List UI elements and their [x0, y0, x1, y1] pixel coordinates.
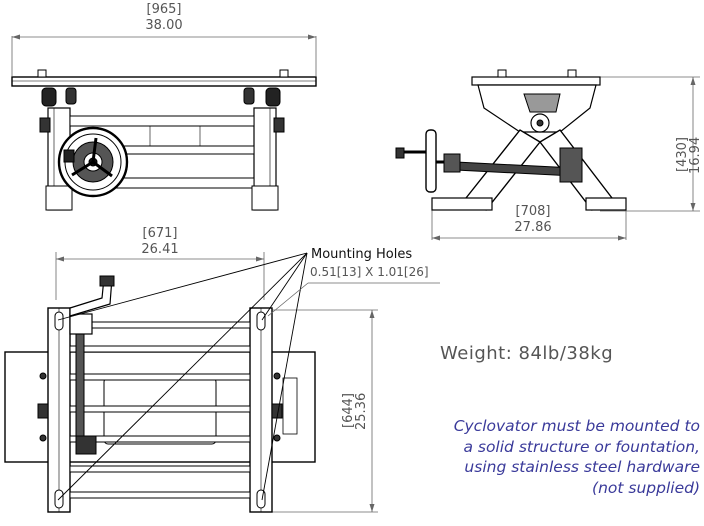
- plan-view: [4, 252, 378, 513]
- mounting-hole-leaders: [57, 252, 308, 501]
- base-width-mm: [708]: [515, 204, 551, 219]
- note-line: a solid structure or fountation,: [463, 437, 700, 456]
- note-line: Cyclovator must be mounted to: [453, 417, 700, 435]
- weight-label: Weight: 84lb/38kg: [440, 343, 614, 364]
- overall-width-dimension: [11, 34, 317, 76]
- overall-width-mm: [965]: [146, 2, 182, 17]
- overall-width-in: 38.00: [145, 18, 183, 33]
- frame-depth-in: 25.36: [354, 392, 369, 430]
- height-in: 16.94: [688, 136, 703, 174]
- mounting-hole-size: 0.51[13] X 1.01[26]: [310, 265, 429, 279]
- mounting-holes-label: Mounting Holes: [311, 247, 413, 262]
- slot-size-leader: [267, 282, 440, 317]
- base-width-in: 27.86: [514, 220, 552, 235]
- side-elevation-view: [395, 69, 700, 241]
- mounting-note: Cyclovator must be mounted to a solid st…: [400, 416, 700, 498]
- frame-width-mm: [671]: [142, 226, 178, 241]
- note-line: (not supplied): [592, 478, 700, 497]
- note-line: using stainless steel hardware: [464, 458, 700, 476]
- front-elevation-view: [11, 34, 317, 211]
- frame-width-in: 26.41: [141, 242, 179, 257]
